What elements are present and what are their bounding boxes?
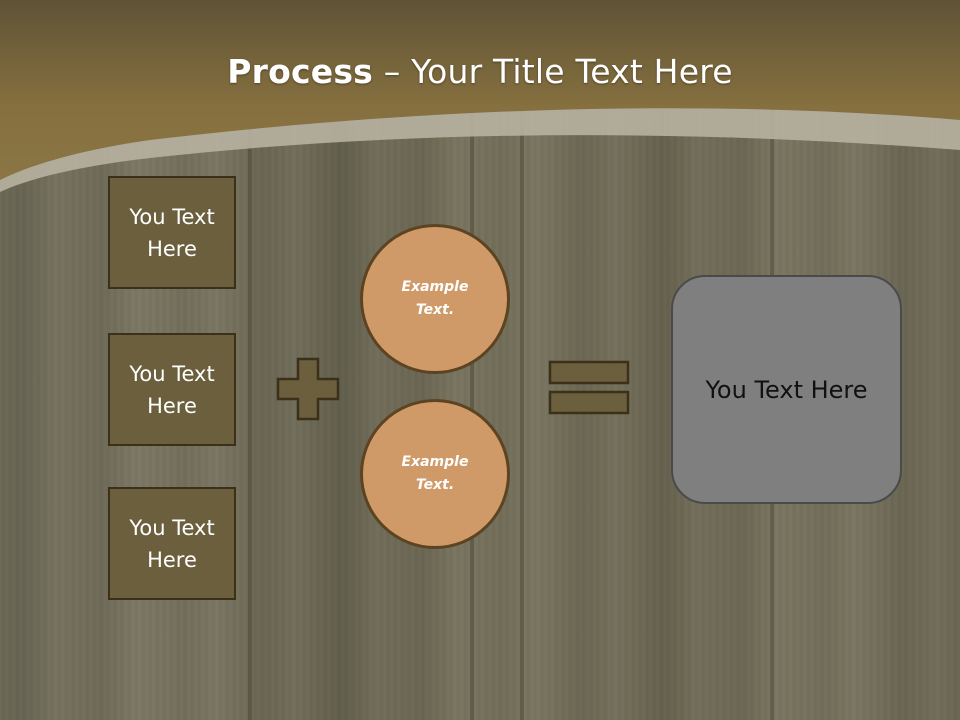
text-box-label: You Text Here [129,361,215,418]
text-box-label: You Text Here [129,204,215,261]
circle-label: Example Text. [401,279,469,318]
text-box-label: You Text Here [129,515,215,572]
equals-icon [548,360,630,415]
page-title: Process – Your Title Text Here [0,52,960,91]
text-box-2[interactable]: You Text Here [108,333,236,446]
example-circle-1[interactable]: Example Text. [360,224,510,374]
result-label: You Text Here [705,375,868,404]
plus-icon [276,357,340,421]
title-rest: – Your Title Text Here [373,52,733,91]
wood-seam [520,0,524,720]
header-band [0,0,960,192]
result-box[interactable]: You Text Here [671,275,902,504]
circle-label: Example Text. [401,454,469,493]
wood-seam [248,0,252,720]
text-box-1[interactable]: You Text Here [108,176,236,289]
text-box-3[interactable]: You Text Here [108,487,236,600]
title-bold: Process [227,52,374,91]
example-circle-2[interactable]: Example Text. [360,399,510,549]
